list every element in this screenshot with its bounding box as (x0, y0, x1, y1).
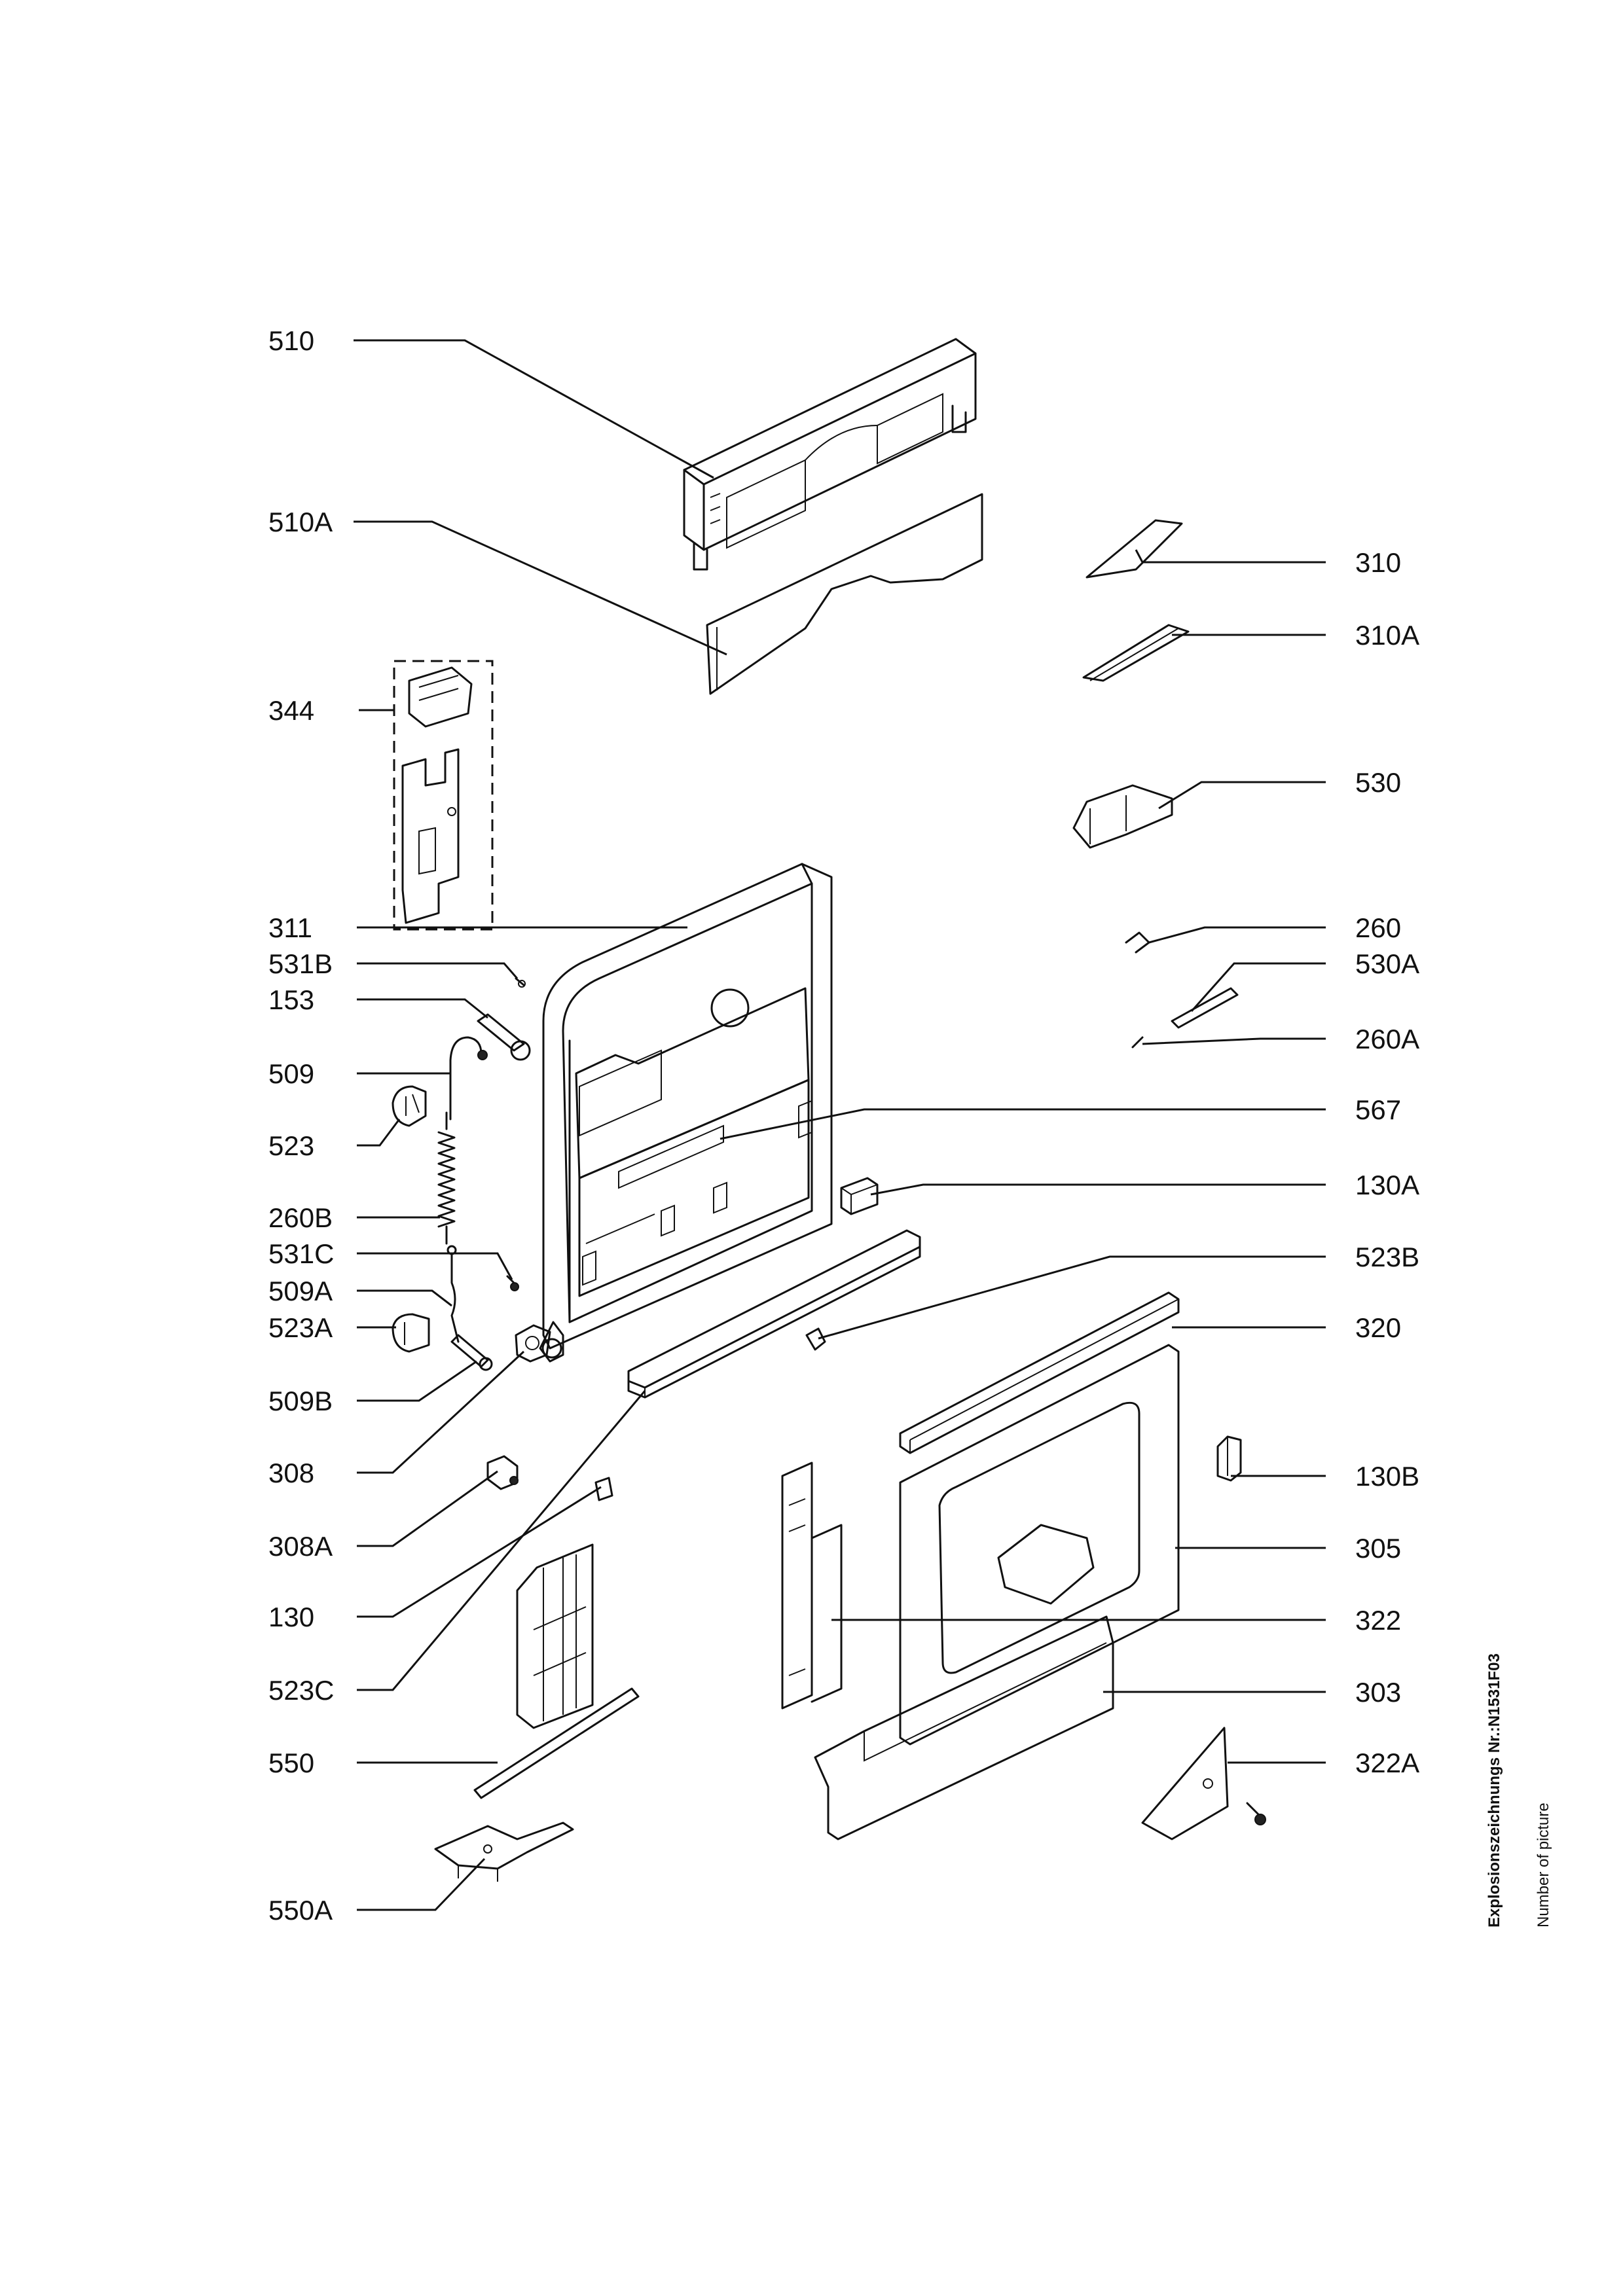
label-310: 310 (1355, 547, 1401, 578)
part-305-outer-panel (899, 1344, 1180, 1746)
label-509: 509 (268, 1058, 314, 1089)
part-567-strip (627, 1229, 921, 1399)
label-510A: 510A (268, 507, 333, 537)
part-320-rail (899, 1291, 1180, 1454)
part-260A-pin (1131, 1036, 1144, 1049)
label-305: 305 (1355, 1533, 1401, 1564)
part-531B-screw (515, 977, 526, 988)
label-510: 510 (268, 325, 314, 356)
label-523: 523 (268, 1130, 314, 1161)
label-311: 311 (268, 912, 312, 943)
part-550A-bracket (434, 1821, 574, 1882)
label-303: 303 (1355, 1677, 1401, 1708)
part-523A-pulley (392, 1313, 430, 1353)
label-130: 130 (268, 1602, 314, 1632)
picture-number-caption: Number of picture (1535, 1803, 1552, 1928)
part-344-door-lock (393, 660, 494, 931)
label-260A: 260A (1355, 1024, 1419, 1054)
part-510-control-panel (683, 338, 977, 571)
label-130B: 130B (1355, 1461, 1419, 1492)
label-550: 550 (268, 1748, 314, 1778)
part-130B-block (1216, 1435, 1242, 1482)
label-308A: 308A (268, 1531, 333, 1562)
part-130A-block (840, 1177, 879, 1215)
part-509A-cable (447, 1245, 460, 1343)
part-530A-lever (1171, 987, 1239, 1029)
part-303-kick-plate (814, 1615, 1114, 1840)
part-311-door-frame (539, 863, 833, 1363)
part-260B-spring (437, 1111, 456, 1245)
part-153-hinge-bolt (477, 1013, 531, 1061)
part-310-clip (1085, 519, 1183, 579)
part-322A-corner-cover (1141, 1727, 1266, 1840)
part-260-clip (1125, 931, 1150, 954)
label-567: 567 (1355, 1094, 1401, 1125)
part-550-plinth (473, 1543, 640, 1799)
part-130-connector (594, 1477, 613, 1501)
label-550A: 550A (268, 1895, 333, 1926)
part-308-hinge (515, 1324, 551, 1363)
part-509B-rod (450, 1334, 493, 1371)
label-260: 260 (1355, 912, 1401, 943)
part-310A-strip (1082, 624, 1190, 682)
part-531C-screw (506, 1275, 519, 1291)
label-530: 530 (1355, 767, 1401, 798)
part-322-side-trim (781, 1462, 843, 1710)
drawing-number-label: Explosionszeichnungs Nr.:N1531F03 (1486, 1653, 1503, 1928)
part-523C-clip (805, 1327, 826, 1351)
label-531C: 531C (268, 1238, 334, 1269)
label-344: 344 (268, 695, 314, 726)
label-523B: 523B (1355, 1242, 1419, 1272)
leader-lines (354, 339, 1326, 1911)
label-531B: 531B (268, 948, 333, 979)
label-320: 320 (1355, 1312, 1401, 1343)
label-153: 153 (268, 984, 314, 1015)
part-530-latch (1072, 784, 1173, 849)
label-322: 322 (1355, 1605, 1401, 1636)
label-260B: 260B (268, 1202, 333, 1233)
part-523-pulley (392, 1085, 427, 1127)
label-322A: 322A (1355, 1748, 1419, 1778)
label-509B: 509B (268, 1386, 333, 1416)
label-130A: 130A (1355, 1170, 1419, 1200)
label-523C: 523C (268, 1675, 334, 1706)
part-509-cable (449, 1036, 488, 1121)
label-310A: 310A (1355, 620, 1419, 651)
label-523A: 523A (268, 1312, 333, 1343)
part-308A-clip (486, 1455, 519, 1490)
label-308: 308 (268, 1458, 314, 1488)
part-510A-decor-panel (706, 493, 983, 695)
label-509A: 509A (268, 1276, 333, 1306)
label-530A: 530A (1355, 948, 1419, 979)
